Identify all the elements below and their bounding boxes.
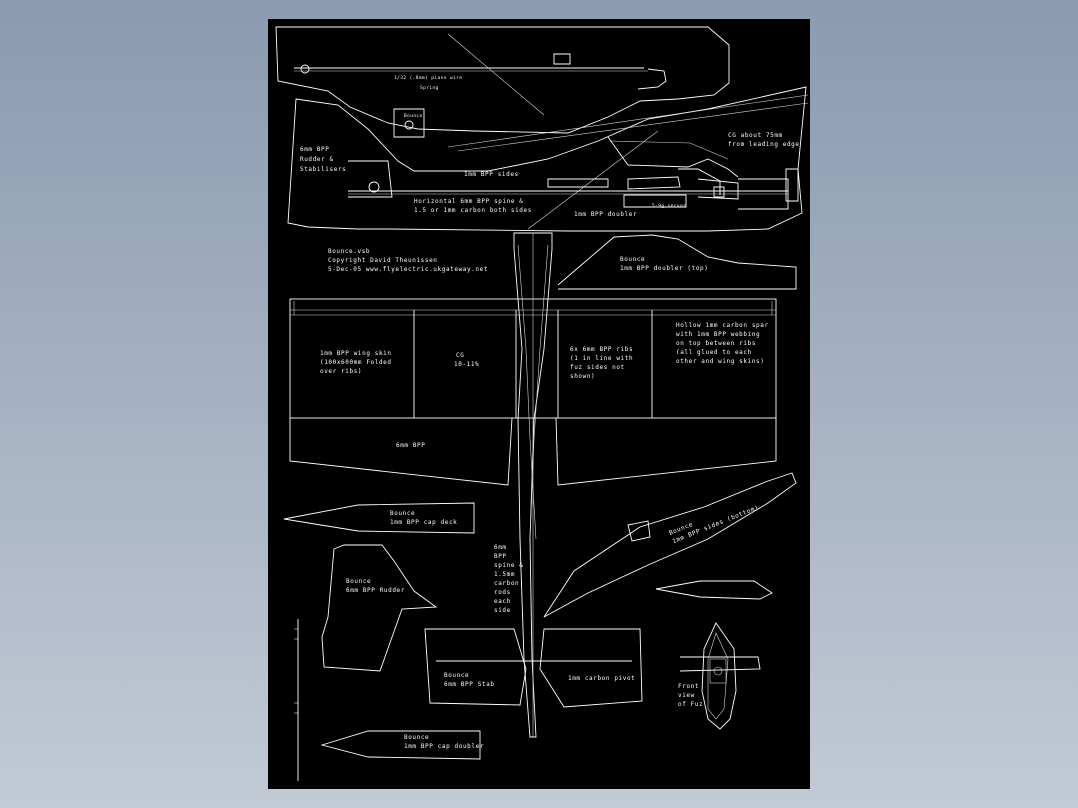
horizontal-label-1: Horizontal 6mm BPP spine & [414,198,524,205]
front-view-label-1: Front [678,683,699,690]
wing-skin-label-3: over ribs) [320,368,362,375]
piano-wire-note: 1/32 (.8mm) piano wire [394,75,462,81]
rudder-stab-label-1: 6mm BPP [300,146,330,153]
ribs-label-1: 6x 6mm BPP ribs [570,346,633,353]
wing-cg-label-1: CG [456,352,464,359]
front-view-label-3: of Fuz [678,701,703,708]
spar-label-3: on top between ribs [676,340,756,347]
cap-doubler-label-2: 1mm BPP cap doubler [404,743,484,750]
stab-label-1: Bounce [444,672,469,679]
scale-bar [294,619,299,781]
spine-label-7: each [494,598,511,605]
spine-label-6: rods [494,589,511,596]
spine-label-4: 1.5mm [494,571,515,578]
wing-cg-label-2: 10-11% [454,361,479,368]
rudder-stab-label-3: Stabilisers [300,166,346,173]
title-block-3: 5-Dec-05 www.flyelectric.ukgateway.net [328,266,488,273]
cap-doubler-label-1: Bounce [404,734,429,741]
spring-note: Spring [420,85,439,91]
spar-label-4: (all glued to each [676,349,752,356]
stabilizer [424,628,643,708]
fuselage-spine [513,232,553,738]
ribs-label-3: fuz sides not [570,364,625,371]
wing-skin-label-2: (100x600mm Folded [320,359,392,366]
top-doubler-label-1: Bounce [620,256,645,263]
spar-label-1: Hollow 1mm carbon spar [676,322,769,329]
spine-label-3: spine & [494,562,524,569]
rudder-stab-label-2: Rudder & [300,156,334,163]
front-view-label-2: view [678,692,695,699]
doubler-label: 1mm BPP doubler [574,211,637,218]
wing-skin-label-1: 1mm BPP wing skin [320,350,392,357]
ribs-label-2: (1 in line with [570,355,633,362]
spar-label-2: with 1mm BPP webbing [676,331,760,338]
rudder-label-2: 6mm BPP Rudder [346,587,405,594]
aileron-label: 6mm BPP [396,442,426,449]
title-block-2: Copyright David Theunissen [328,257,438,264]
bounce-plan-drawing: 1/32 (.8mm) piano wire Spring Bounce 6mm… [275,26,809,781]
top-doubler-label-2: 1mm BPP doubler (top) [620,265,708,272]
cg-label-2: from leading edge [728,141,800,148]
cap-deck-label-2: 1mm BPP cap deck [390,519,457,526]
rudder-label-1: Bounce [346,578,371,585]
spine-label-5: carbon [494,580,519,587]
cap-deck-label-1: Bounce [390,510,415,517]
stab-label-2: 6mm BPP Stab [444,681,495,688]
spine-label-1: 6mm [494,544,507,551]
ribs-label-4: shown) [570,373,595,380]
pivot-label: 1mm carbon pivot [568,675,635,682]
fuselage-side-view [275,26,809,232]
spine-label-2: BPP [494,553,507,560]
front-view-fuz [679,622,761,730]
cg-label-1: CG about 75mm [728,132,783,139]
sides-label: 1mm BPP sides [464,171,519,178]
servos-label: 5-9g servos [652,203,686,209]
spine-label-8: side [494,607,511,614]
title-block-1: Bounce.vsb [328,248,370,255]
spar-label-5: other and wing skins) [676,358,764,365]
plan-sheet: 1/32 (.8mm) piano wire Spring Bounce 6mm… [268,19,810,789]
small-window-label: Bounce [404,113,423,119]
horizontal-label-2: 1.5 or 1mm carbon both sides [414,207,532,214]
